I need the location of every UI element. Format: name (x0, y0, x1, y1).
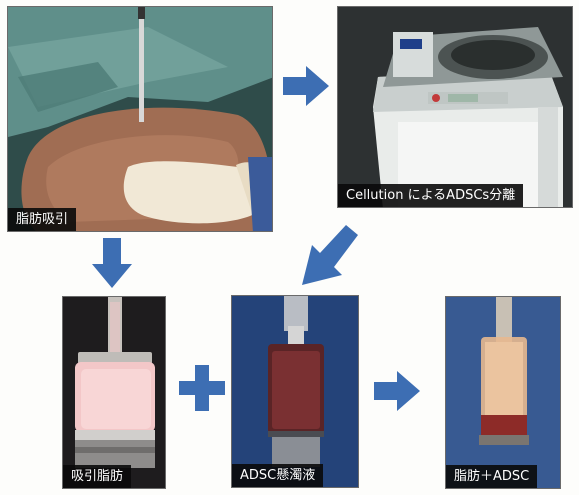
mixture-label: 脂肪＋ADSC (446, 465, 537, 488)
aspirated-fat-label: 吸引脂肪 (63, 465, 131, 488)
liposuction-photo: 脂肪吸引 (7, 6, 273, 232)
arrow-down-icon (92, 238, 132, 288)
plus-icon (179, 365, 225, 411)
liposuction-label: 脂肪吸引 (8, 208, 76, 231)
cellution-device-photo: Cellution によるADSCs分離 (337, 6, 573, 208)
fat-adsc-mixture-photo: 脂肪＋ADSC (445, 296, 561, 489)
arrow-down-left-icon (300, 225, 360, 287)
aspirated-fat-photo: 吸引脂肪 (62, 296, 166, 489)
arrow-right-bottom-icon (374, 371, 420, 411)
adsc-suspension-photo: ADSC懸濁液 (231, 295, 359, 488)
processing-label: Cellution によるADSCs分離 (338, 184, 523, 207)
arrow-right-icon (283, 66, 329, 106)
suspension-label: ADSC懸濁液 (232, 464, 323, 487)
